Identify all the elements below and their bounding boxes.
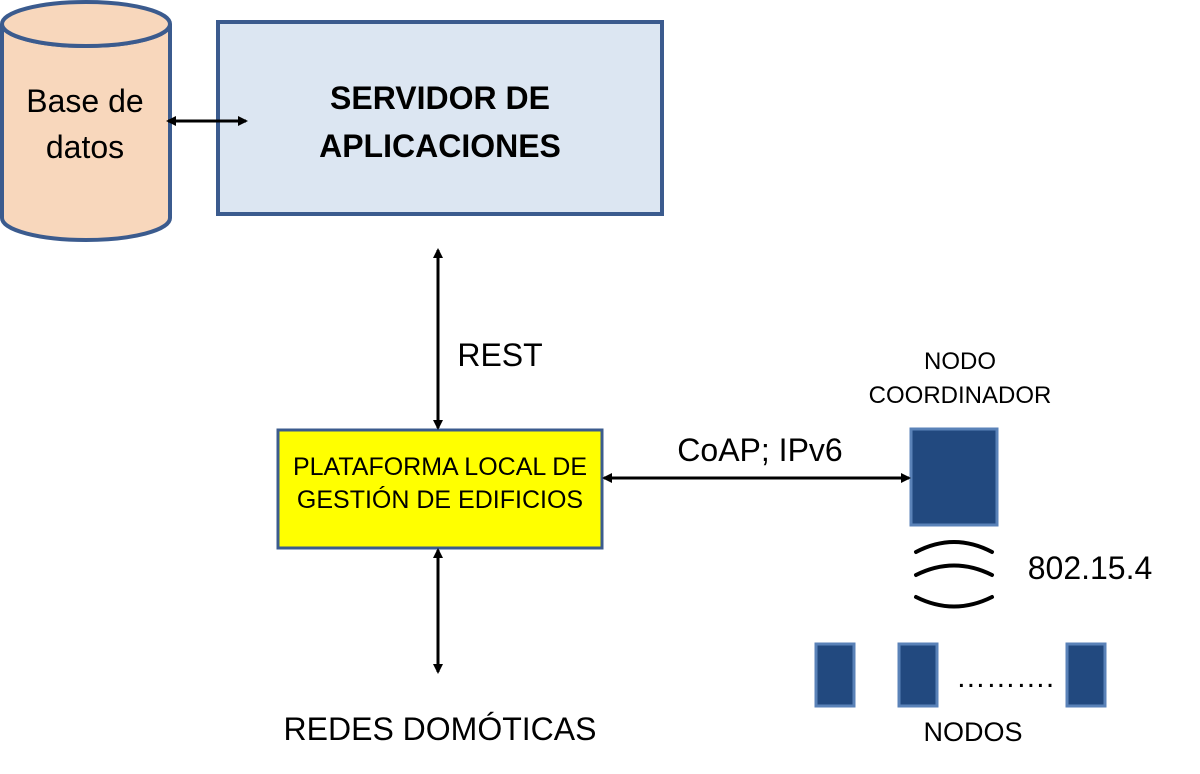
- server-title-line1: SERVIDOR DE: [330, 80, 550, 116]
- nodes-ellipsis: ……….: [955, 661, 1055, 694]
- wireless-waves-icon: [914, 540, 994, 609]
- server-title-line2: APLICACIONES: [319, 128, 561, 164]
- server-title: SERVIDOR DE APLICACIONES: [218, 74, 662, 170]
- rest-label: REST: [457, 337, 543, 373]
- database-top: [0, 0, 172, 48]
- local-platform-box: [276, 428, 604, 550]
- application-server-box: [216, 20, 664, 216]
- coordinator-label-line1: NODO: [924, 348, 996, 375]
- sensor-node: [814, 642, 856, 708]
- wave-arc: [914, 563, 994, 577]
- platform-title-line1: PLATAFORMA LOCAL DE: [292, 453, 588, 481]
- platform-title-line2: GESTIÓN DE EDIFICIOS: [296, 486, 584, 514]
- database-label: Base de datos: [10, 78, 160, 170]
- coap-label: CoAP; IPv6: [677, 432, 843, 468]
- coordinator-node: [909, 427, 999, 527]
- nodes-label: NODOS: [923, 717, 1023, 747]
- database-label-line1: Base de: [26, 83, 144, 119]
- database-label-line2: datos: [45, 129, 125, 165]
- wave-arc: [914, 595, 994, 609]
- coordinator-label-line2: COORDINADOR: [868, 382, 1052, 409]
- wireless-standard-label: 802.15.4: [1027, 550, 1153, 586]
- sensor-node: [1065, 642, 1107, 708]
- sensor-node: [897, 642, 939, 708]
- home-networks-label: REDES DOMÓTICAS: [283, 711, 597, 747]
- platform-title: PLATAFORMA LOCAL DE GESTIÓN DE EDIFICIOS: [278, 451, 602, 517]
- database-cylinder: [0, 0, 172, 242]
- wave-arc: [914, 540, 994, 554]
- coordinator-label: NODO COORDINADOR: [850, 345, 1070, 413]
- connection-arrows: [166, 116, 911, 674]
